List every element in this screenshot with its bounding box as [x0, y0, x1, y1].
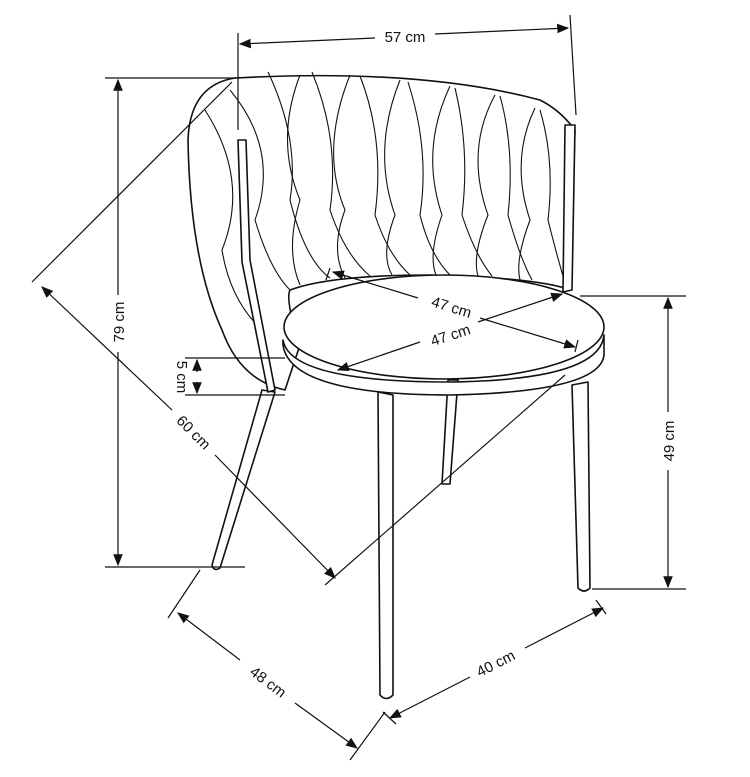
dimension-height: 79 cm — [105, 77, 245, 568]
seat-thickness-label: 5 cm — [173, 361, 190, 394]
woven-strips — [204, 71, 567, 331]
depth-diagonal-label: 60 cm — [173, 412, 214, 453]
width-label: 57 cm — [385, 29, 426, 46]
chair-illustration — [187, 71, 605, 700]
seat-height-label: 49 cm — [661, 421, 678, 462]
dimension-seat-height: 49 cm — [580, 295, 686, 590]
height-label: 79 cm — [111, 302, 128, 343]
dimension-leg-span-front: 40 cm — [382, 599, 607, 725]
leg-span-front-label: 40 cm — [474, 647, 518, 681]
dimension-seat-thickness: 5 cm — [173, 357, 285, 396]
dimension-width: 57 cm — [237, 14, 577, 130]
leg-span-side-label: 48 cm — [246, 663, 289, 701]
dimension-leg-span-side: 48 cm — [167, 569, 386, 761]
